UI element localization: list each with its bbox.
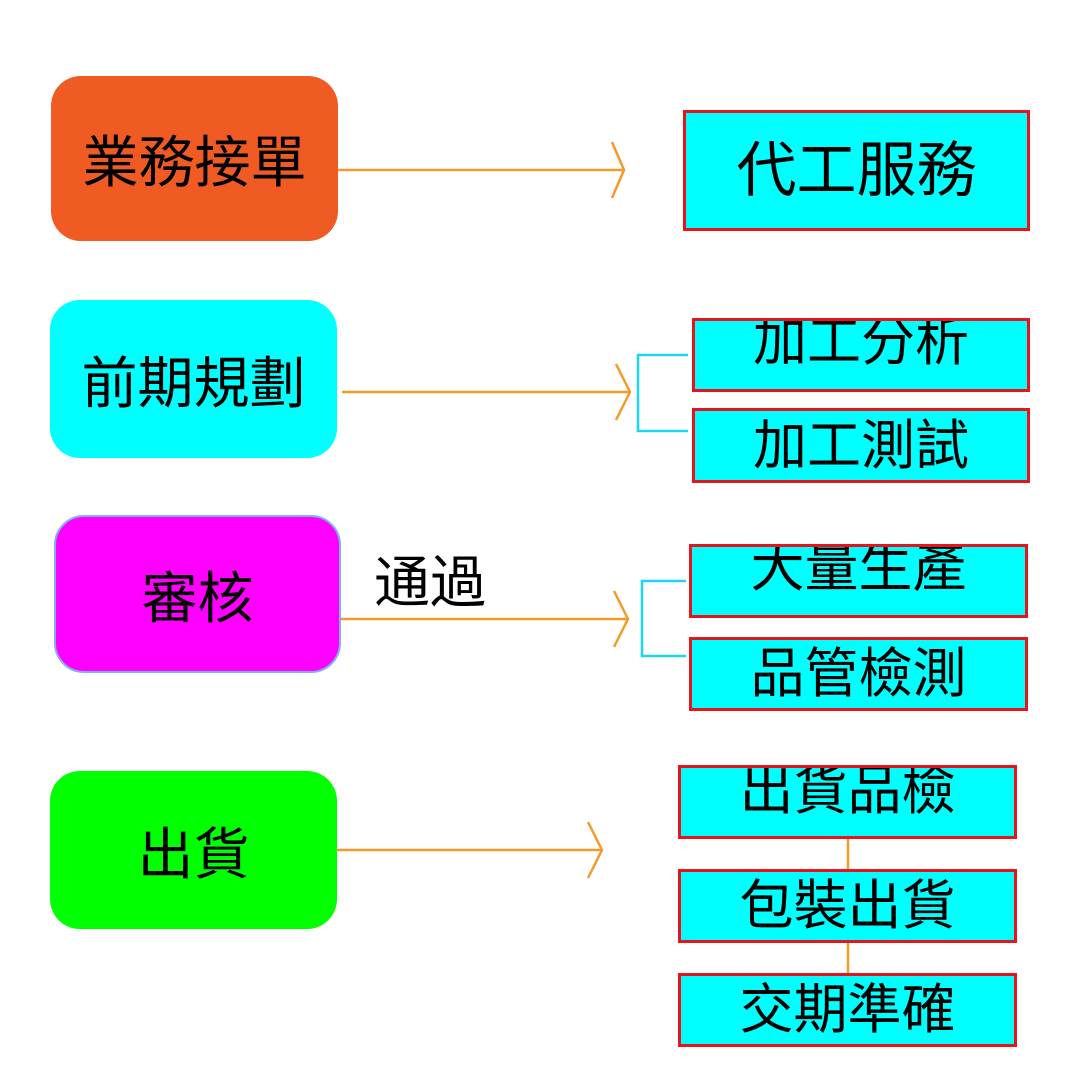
output-label: 大量生產 [750,544,967,599]
output-packing-shipping: 包裝出貨 [678,869,1017,943]
output-on-time-delivery: 交期準確 [678,973,1017,1047]
stage-review: 審核 [54,515,341,673]
arrow-stage1-to-output [338,141,626,199]
stage-label: 業務接單 [82,131,307,196]
arrow-stage2-to-outputs [342,363,632,421]
output-label: 包裝出貨 [739,874,956,937]
stage-shipping: 出貨 [50,771,337,929]
stage-label: 審核 [141,566,254,632]
stage-label: 出貨 [137,822,250,888]
output-label: 品管檢測 [750,642,967,705]
output-label: 加工分析 [753,318,969,373]
output-shipment-inspection: 出貨品檢 [678,765,1017,839]
output-label: 代工服務 [736,135,977,206]
output-process-analysis: 加工分析 [692,318,1030,392]
output-label: 加工測試 [753,413,969,477]
bracket-stage2 [636,353,688,433]
output-label: 出貨品檢 [739,765,956,822]
transition-label: 通過 [374,551,486,616]
output-oem-service: 代工服務 [683,110,1030,231]
output-process-test: 加工測試 [692,408,1030,483]
output-mass-production: 大量生產 [689,544,1028,618]
stage-order-intake: 業務接單 [51,76,338,241]
arrow-stage4-to-outputs [337,821,604,879]
stage-label: 前期規劃 [81,351,306,417]
output-label: 交期準確 [739,978,956,1041]
arrow-stage3-to-outputs [341,590,630,648]
stage-planning: 前期規劃 [50,300,337,458]
bracket-stage3 [640,579,686,658]
output-qc-inspection: 品管檢測 [689,637,1028,711]
